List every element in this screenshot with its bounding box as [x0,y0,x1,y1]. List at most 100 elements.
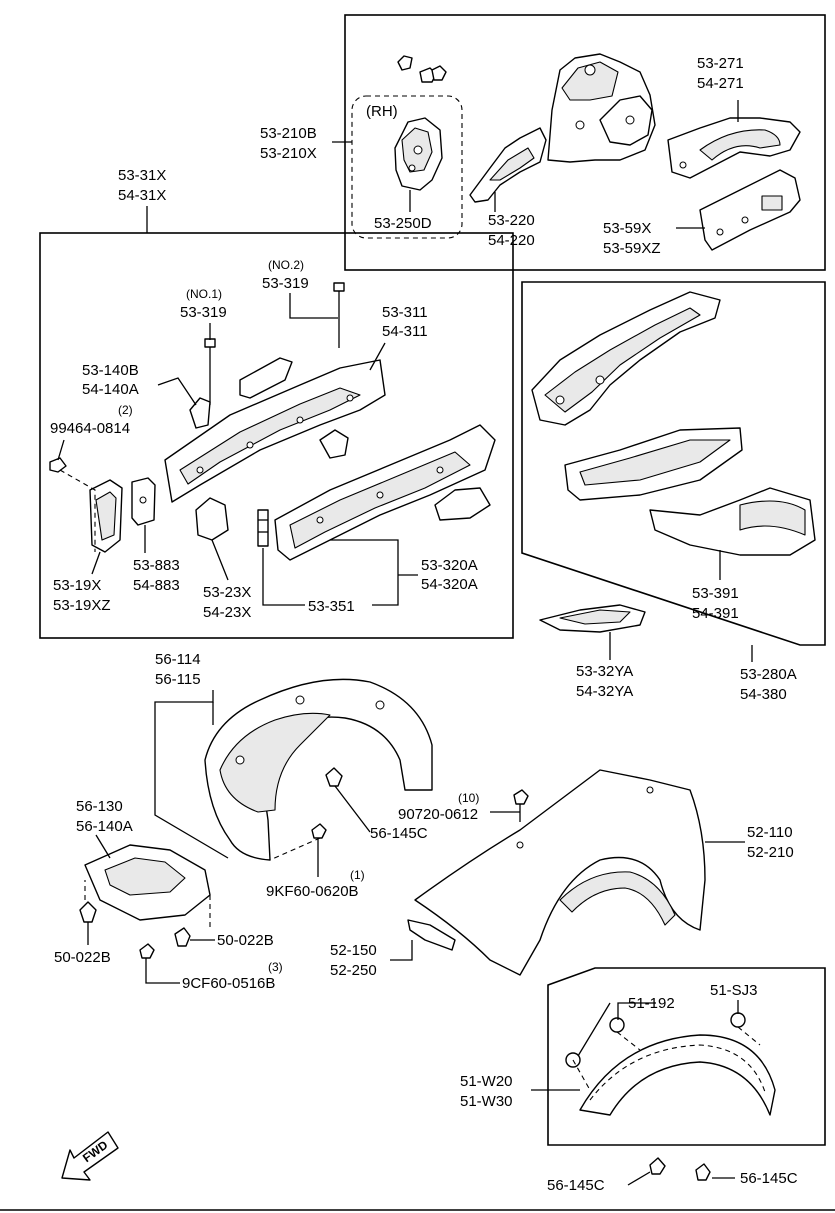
part-bolt-99464 [49,457,67,473]
label-53-883: 53-883 [133,557,180,574]
label-54-140A: 54-140A [82,381,139,398]
label-53-19X: 53-19X [53,577,101,594]
label-qty-10: (10) [458,791,479,805]
part-bolt-9KF60 [311,823,327,839]
label-53-210X: 53-210X [260,145,317,162]
label-rh: (RH) [366,103,398,120]
label-50-022B-b: 50-022B [217,932,274,949]
part-53-250D [394,117,443,191]
part-clip-56-145C-c [695,1163,711,1181]
label-53-32YA: 53-32YA [576,663,633,680]
label-54-31X: 54-31X [118,187,166,204]
label-53-391: 53-391 [692,585,739,602]
part-56-130-undercover [84,844,211,921]
right-panel-group-box [521,281,826,646]
label-53-220: 53-220 [488,212,535,229]
part-clip-51-SJ3 [730,1012,746,1028]
label-qty-1: (1) [350,868,365,882]
part-53-319-bolt-2 [333,282,345,348]
label-90720-0612: 90720-0612 [398,806,478,823]
label-52-110: 52-110 [747,824,793,841]
part-53-320A [274,424,496,561]
part-52-150-bracket [407,919,456,951]
label-54-883: 54-883 [133,577,180,594]
label-51-SJ3: 51-SJ3 [710,982,758,999]
part-bracket-140B [189,397,211,429]
label-53-280A: 53-280A [740,666,797,683]
label-54-311: 54-311 [382,323,428,340]
label-54-271: 54-271 [697,75,744,92]
label-53-311: 53-311 [382,304,428,321]
part-53-351 [257,509,269,547]
label-53-250D: 53-250D [374,215,432,232]
part-53-220 [469,127,547,203]
part-clip-50-022B-a [79,901,97,923]
part-main-apron [547,53,656,163]
part-53-280A [531,291,721,426]
part-53-59X [699,169,801,251]
part-bracket-top [239,357,293,399]
part-bolt-90720 [513,789,529,822]
label-qty-3: (3) [268,960,283,974]
part-mid-panel [564,427,743,501]
label-53-210B: 53-210B [260,125,317,142]
label-no1: (NO.1) [186,287,222,301]
part-53-271 [667,117,801,179]
labels: 53-210B 53-210X (RH) 53-250D 53-220 54-2… [50,55,798,1194]
label-54-391: 54-391 [692,605,739,622]
label-50-022B-a: 50-022B [54,949,111,966]
label-54-320A: 54-320A [421,576,478,593]
label-56-115: 56-115 [155,671,201,688]
rh-group-box [351,95,463,239]
part-frame-rail [164,359,386,503]
label-99464-0814: 99464-0814 [50,420,130,437]
label-53-23X: 53-23X [203,584,251,601]
label-51-192: 51-192 [628,995,675,1012]
label-52-150: 52-150 [330,942,377,959]
label-56-145C-b: 56-145C [547,1177,605,1194]
part-52-110-fender [414,769,706,976]
part-side-bracket [434,487,491,521]
part-bolt-9CF60 [139,943,155,959]
label-52-210: 52-210 [747,844,794,861]
part-clip-50-022B-b [174,927,191,947]
part-53-319-bolt-1 [204,338,216,405]
part-clip-51-192 [565,1017,625,1068]
label-53-319-no1: 53-319 [180,304,227,321]
label-56-145C-c: 56-145C [740,1170,798,1187]
label-56-145C-a: 56-145C [370,825,428,842]
part-clip-56-145C-b [649,1157,666,1175]
label-53-59X: 53-59X [603,220,651,237]
part-53-32YA [539,604,646,633]
label-53-320A: 53-320A [421,557,478,574]
label-54-380: 54-380 [740,686,787,703]
label-56-130: 56-130 [76,798,123,815]
label-51-W30: 51-W30 [460,1093,513,1110]
part-56-114-liner [204,678,433,861]
part-53-391 [649,487,816,556]
label-54-220: 54-220 [488,232,535,249]
fender-liner-detail-box [547,967,826,1146]
label-53-59XZ: 53-59XZ [603,240,661,257]
part-53-883 [131,477,156,526]
label-53-351: 53-351 [308,598,355,615]
label-9CF60-0516B: 9CF60-0516B [182,975,275,992]
part-bracket-mid [319,429,349,459]
label-53-271: 53-271 [697,55,744,72]
label-54-23X: 54-23X [203,604,251,621]
part-clip-56-145C-a [325,767,343,787]
left-frame-group-box [39,232,514,639]
label-no2: (NO.2) [268,258,304,272]
part-53-19X [89,479,123,553]
fwd-arrow-icon: FWD [61,1131,119,1181]
label-qty-2: (2) [118,403,133,417]
label-53-31X: 53-31X [118,167,166,184]
part-clips-small [397,55,447,83]
part-53-23X [195,497,229,541]
label-52-250: 52-250 [330,962,377,979]
part-51-W20-liner [579,1034,776,1116]
leader-lines [57,100,761,1186]
label-51-W20: 51-W20 [460,1073,513,1090]
label-56-114: 56-114 [155,651,201,668]
